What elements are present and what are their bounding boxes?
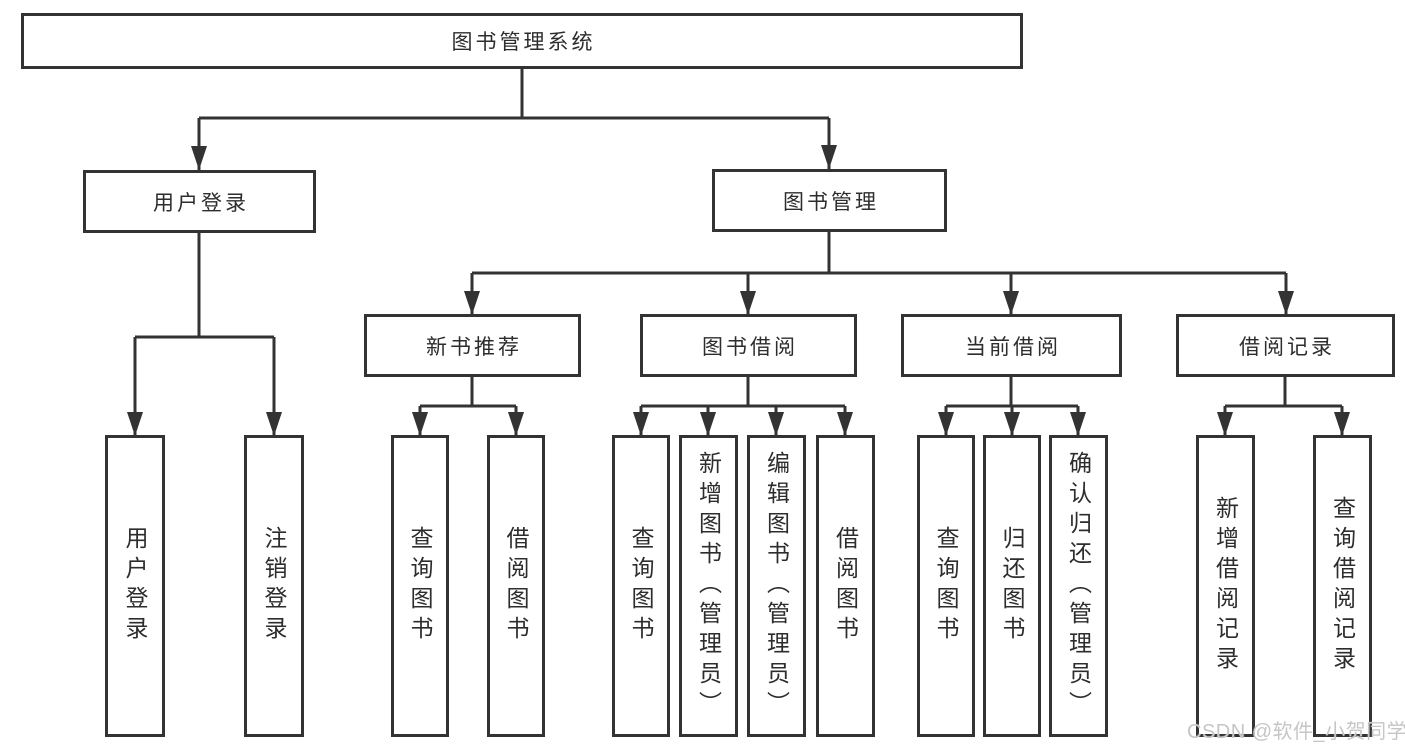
leaf-query-borrow-record: 查询借阅记录 xyxy=(1313,435,1372,737)
node-borrowing-records: 借阅记录 xyxy=(1176,314,1395,377)
node-book-borrowing: 图书借阅 xyxy=(640,314,857,377)
leaf-add-books-admin: 新增图书（管理员） xyxy=(679,435,738,737)
node-book-management: 图书管理 xyxy=(712,169,947,232)
leaf-borrow-books-recommend: 借阅图书 xyxy=(487,435,545,737)
leaf-confirm-return-admin: 确认归还（管理员） xyxy=(1049,435,1108,737)
leaf-edit-books-admin: 编辑图书（管理员） xyxy=(747,435,806,737)
leaf-return-books: 归还图书 xyxy=(983,435,1041,737)
leaf-user-login: 用户登录 xyxy=(105,435,165,737)
leaf-query-books-recommend: 查询图书 xyxy=(391,435,449,737)
root-node-system-title: 图书管理系统 xyxy=(21,13,1023,69)
node-new-book-recommend: 新书推荐 xyxy=(364,314,581,377)
leaf-add-borrow-record: 新增借阅记录 xyxy=(1196,435,1255,737)
leaf-logout-login: 注销登录 xyxy=(244,435,304,737)
leaf-borrow-books-borrowing: 借阅图书 xyxy=(816,435,875,737)
leaf-query-books-current: 查询图书 xyxy=(917,435,975,737)
node-current-borrowing: 当前借阅 xyxy=(901,314,1122,377)
leaf-query-books-borrowing: 查询图书 xyxy=(612,435,670,737)
node-user-login: 用户登录 xyxy=(83,170,316,233)
csdn-watermark: CSDN @软件_小贺同学 xyxy=(1187,721,1405,743)
